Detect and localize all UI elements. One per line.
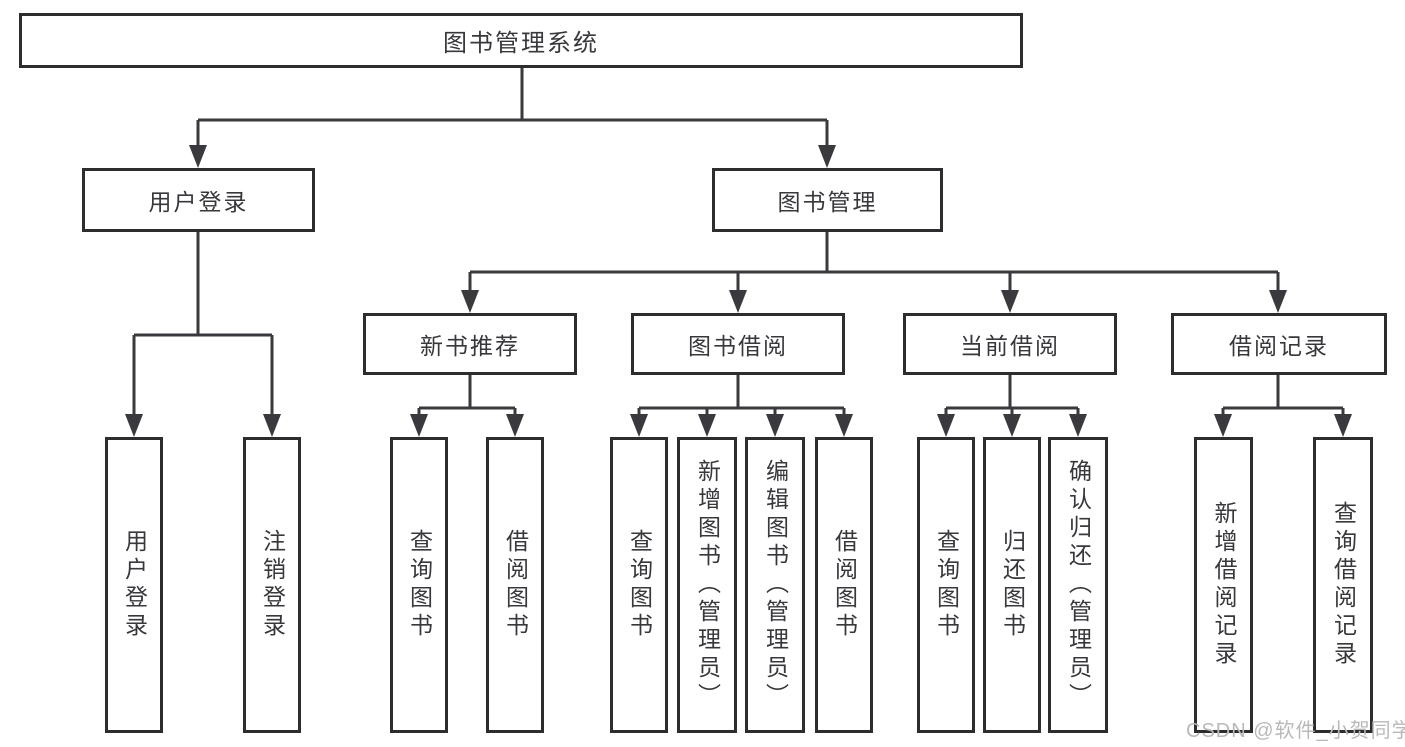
csdn-watermark: CSDN @软件_小贺同学 [1186, 720, 1405, 742]
leaf-label: 新增借阅记录 [1211, 501, 1237, 669]
leaf-add-borrow-record: 新增借阅记录 [1194, 437, 1253, 733]
node-new-book-recommendation: 新书推荐 [363, 313, 577, 375]
connector-borrow-record-branch [1214, 375, 1352, 437]
arrowhead [1001, 290, 1019, 313]
arrowhead [1269, 290, 1287, 313]
arrowhead [125, 414, 143, 437]
node-current-borrowing: 当前借阅 [903, 313, 1117, 375]
leaf-label: 新增图书（管理员） [694, 459, 721, 711]
node-user-login: 用户登录 [82, 168, 315, 232]
leaf-borrow-books: 借阅图书 [815, 437, 873, 733]
leaf-label: 编辑图书（管理员） [762, 459, 789, 711]
arrowhead [630, 414, 648, 437]
arrowhead [937, 414, 955, 437]
leaf-label: 归还图书 [999, 529, 1026, 641]
leaf-query-books-borrow: 查询图书 [610, 437, 668, 733]
leaf-label: 查询图书 [406, 529, 433, 641]
arrowhead [506, 414, 524, 437]
connector-user-login-branch [125, 232, 281, 437]
node-book-management: 图书管理 [712, 168, 943, 232]
leaf-confirm-return-admin: 确认归还（管理员） [1048, 437, 1108, 733]
leaf-return-books: 归还图书 [983, 437, 1041, 733]
connector-book-borrow-branch [630, 375, 853, 437]
arrowhead [410, 414, 428, 437]
arrowhead [263, 414, 281, 437]
leaf-label: 查询图书 [933, 529, 960, 641]
leaf-label: 查询借阅记录 [1330, 501, 1357, 669]
connector-new-book-branch [410, 375, 524, 437]
arrowhead [698, 414, 716, 437]
arrowhead [1214, 414, 1232, 437]
arrowhead [729, 290, 747, 313]
leaf-query-borrow-record: 查询借阅记录 [1313, 437, 1373, 733]
leaf-label: 借阅图书 [831, 529, 858, 641]
arrowhead [1069, 414, 1087, 437]
node-book-borrowing: 图书借阅 [631, 313, 845, 375]
leaf-query-books-recommend: 查询图书 [390, 437, 448, 733]
leaf-label: 查询图书 [626, 529, 653, 641]
leaf-add-books-admin: 新增图书（管理员） [677, 437, 737, 733]
connector-current-borrow-branch [937, 375, 1087, 437]
connector-book-management-branch [461, 232, 1287, 313]
arrowhead [818, 145, 836, 168]
arrowhead [461, 290, 479, 313]
leaf-edit-books-admin: 编辑图书（管理员） [745, 437, 805, 733]
arrowhead [1334, 414, 1352, 437]
leaf-label: 注销登录 [259, 529, 286, 641]
arrowhead [189, 145, 207, 168]
leaf-label: 借阅图书 [502, 529, 529, 641]
leaf-logout: 注销登录 [243, 437, 301, 733]
node-library-management-system: 图书管理系统 [19, 13, 1023, 68]
leaf-user-login: 用户登录 [105, 437, 163, 733]
arrowhead [766, 414, 784, 437]
leaf-label: 用户登录 [121, 529, 148, 641]
arrowhead [835, 414, 853, 437]
leaf-borrow-books-recommend: 借阅图书 [486, 437, 544, 733]
arrowhead [1003, 414, 1021, 437]
leaf-label: 确认归还（管理员） [1065, 459, 1092, 711]
connector-root-to-level2 [189, 68, 836, 168]
node-borrowing-records: 借阅记录 [1171, 313, 1387, 375]
leaf-query-books-current: 查询图书 [917, 437, 975, 733]
